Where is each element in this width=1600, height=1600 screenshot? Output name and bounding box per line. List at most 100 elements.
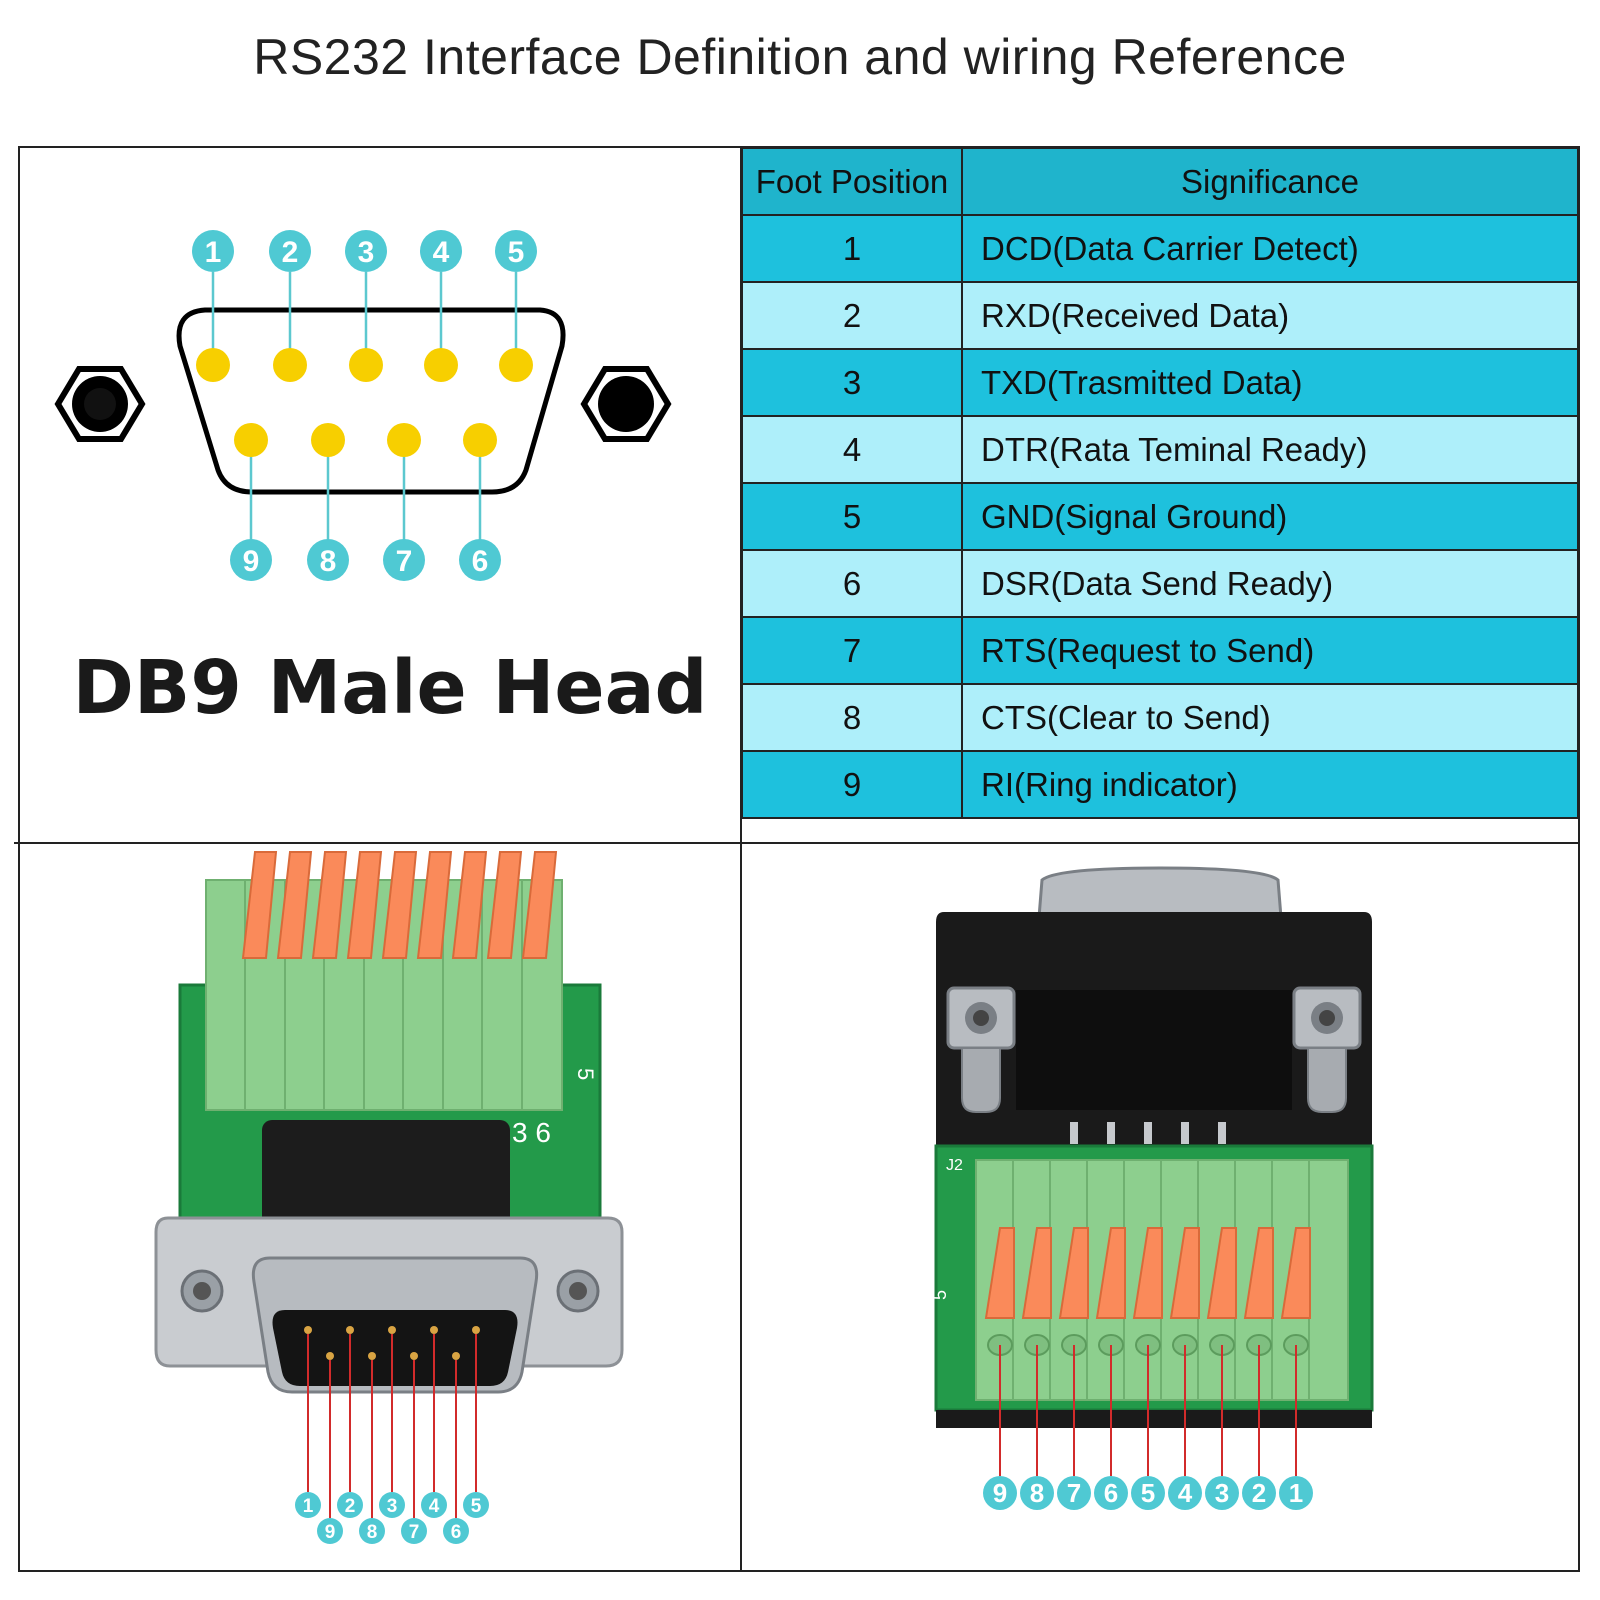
right-mounting-nut-icon xyxy=(580,366,672,442)
divider-horizontal xyxy=(14,842,1580,844)
pin-badge: 1 xyxy=(192,230,234,272)
pin-badge: 3 xyxy=(1205,1476,1239,1510)
foot-position-cell: 8 xyxy=(741,683,963,752)
svg-text:9: 9 xyxy=(993,1478,1007,1508)
db9-male-head-label: DB9 Male Head xyxy=(72,645,708,731)
table-row: 1 DCD(Data Carrier Detect) xyxy=(741,214,1579,283)
pin-badge: 1 xyxy=(1279,1476,1313,1510)
pin-badge: 4 xyxy=(1168,1476,1202,1510)
svg-text:4: 4 xyxy=(433,236,450,269)
pin-badge: 8 xyxy=(1020,1476,1054,1510)
table-row: 4 DTR(Rata Teminal Ready) xyxy=(741,415,1579,484)
svg-text:2: 2 xyxy=(345,1496,356,1517)
table-row: 7 RTS(Request to Send) xyxy=(741,616,1579,685)
svg-text:3: 3 xyxy=(1215,1478,1229,1508)
pin-badge: 7 xyxy=(1057,1476,1091,1510)
pin-dots xyxy=(196,348,533,457)
svg-text:2: 2 xyxy=(1252,1478,1266,1508)
foot-position-cell: 5 xyxy=(741,482,963,551)
significance-cell: TXD(Trasmitted Data) xyxy=(961,348,1579,417)
d-shell-outline xyxy=(176,307,566,495)
pin-definition-table: Foot Position Significance 1 DCD(Data Ca… xyxy=(741,147,1579,819)
svg-text:6: 6 xyxy=(451,1522,462,1543)
svg-text:1: 1 xyxy=(1289,1478,1303,1508)
orange-levers xyxy=(984,1227,1311,1319)
svg-text:5: 5 xyxy=(471,1496,482,1517)
pin-badge: 8 xyxy=(307,539,349,581)
pin-badge: 7 xyxy=(383,539,425,581)
significance-cell: DCD(Data Carrier Detect) xyxy=(961,214,1579,283)
pin-badge: 1 xyxy=(295,1492,321,1518)
page-title: RS232 Interface Definition and wiring Re… xyxy=(253,29,1347,85)
pin-badge: 6 xyxy=(1094,1476,1128,1510)
svg-text:7: 7 xyxy=(1067,1478,1081,1508)
red-wires xyxy=(999,1345,1297,1476)
pin-badge: 3 xyxy=(379,1492,405,1518)
svg-text:6: 6 xyxy=(472,545,489,578)
svg-text:8: 8 xyxy=(1030,1478,1044,1508)
connector-body xyxy=(1016,990,1292,1110)
connector-housing xyxy=(262,1120,510,1230)
divider-vertical xyxy=(740,146,742,1572)
table-row: 2 RXD(Received Data) xyxy=(741,281,1579,350)
table-row: 6 DSR(Data Send Ready) xyxy=(741,549,1579,618)
foot-position-cell: 3 xyxy=(741,348,963,417)
table-row: 9 RI(Ring indicator) xyxy=(741,750,1579,819)
table-row: 3 TXD(Trasmitted Data) xyxy=(741,348,1579,417)
svg-text:3: 3 xyxy=(358,236,375,269)
svg-text:1: 1 xyxy=(303,1496,314,1517)
svg-text:1: 1 xyxy=(205,236,222,269)
pcb-mark: 5 xyxy=(930,1290,950,1300)
foot-position-cell: 2 xyxy=(741,281,963,350)
table-header-row: Foot Position Significance xyxy=(741,147,1579,216)
pin-badge: 4 xyxy=(421,1492,447,1518)
pin-badge: 3 xyxy=(345,230,387,272)
pin-badge: 5 xyxy=(495,230,537,272)
pin-insert xyxy=(272,1310,518,1386)
pin-badge: 5 xyxy=(463,1492,489,1518)
svg-text:5: 5 xyxy=(1141,1478,1155,1508)
table-row: 5 GND(Signal Ground) xyxy=(741,482,1579,551)
db9-schematic: 1 2 3 4 5 9 8 7 6 xyxy=(54,230,672,581)
significance-cell: RXD(Received Data) xyxy=(961,281,1579,350)
svg-text:8: 8 xyxy=(367,1522,378,1543)
pcb-base xyxy=(936,1410,1372,1428)
pin-badge: 4 xyxy=(420,230,462,272)
pin-badge: 2 xyxy=(269,230,311,272)
foot-position-cell: 1 xyxy=(741,214,963,283)
svg-text:4: 4 xyxy=(1178,1478,1193,1508)
outer-frame xyxy=(18,146,1580,1572)
svg-text:2: 2 xyxy=(282,236,299,269)
significance-cell: DTR(Rata Teminal Ready) xyxy=(961,415,1579,484)
pin-badge: 6 xyxy=(443,1518,469,1544)
pin-badge: 5 xyxy=(1131,1476,1165,1510)
pin-badge: 9 xyxy=(230,539,272,581)
svg-text:9: 9 xyxy=(243,545,260,578)
terminal-adapter-front-photo: 5 3 6 1 2 3 4 5 9 8 7 6 xyxy=(154,851,624,1544)
pcb-mark: 3 6 xyxy=(512,1117,551,1148)
table-row: 8 CTS(Clear to Send) xyxy=(741,683,1579,752)
svg-text:3: 3 xyxy=(387,1496,398,1517)
red-wires xyxy=(307,1334,477,1518)
svg-text:6: 6 xyxy=(1104,1478,1118,1508)
pin-badge: 6 xyxy=(459,539,501,581)
foot-position-cell: 7 xyxy=(741,616,963,685)
significance-cell: RTS(Request to Send) xyxy=(961,616,1579,685)
left-mounting-nut-icon xyxy=(54,366,146,442)
foot-position-cell: 6 xyxy=(741,549,963,618)
svg-text:5: 5 xyxy=(508,236,525,269)
pin-badge: 2 xyxy=(337,1492,363,1518)
gold-pins xyxy=(304,1326,480,1360)
svg-text:8: 8 xyxy=(320,545,337,578)
pcb-mark: J2 xyxy=(946,1157,963,1174)
pin-badge: 9 xyxy=(983,1476,1017,1510)
svg-text:9: 9 xyxy=(325,1522,336,1543)
svg-text:7: 7 xyxy=(409,1522,420,1543)
significance-cell: RI(Ring indicator) xyxy=(961,750,1579,819)
bottom-leader-lines xyxy=(249,448,482,540)
solder-pins xyxy=(1070,1122,1226,1144)
terminal-adapter-back-photo: J2 5 xyxy=(930,866,1374,1510)
mounting-bracket xyxy=(946,986,1016,1113)
significance-cell: CTS(Clear to Send) xyxy=(961,683,1579,752)
